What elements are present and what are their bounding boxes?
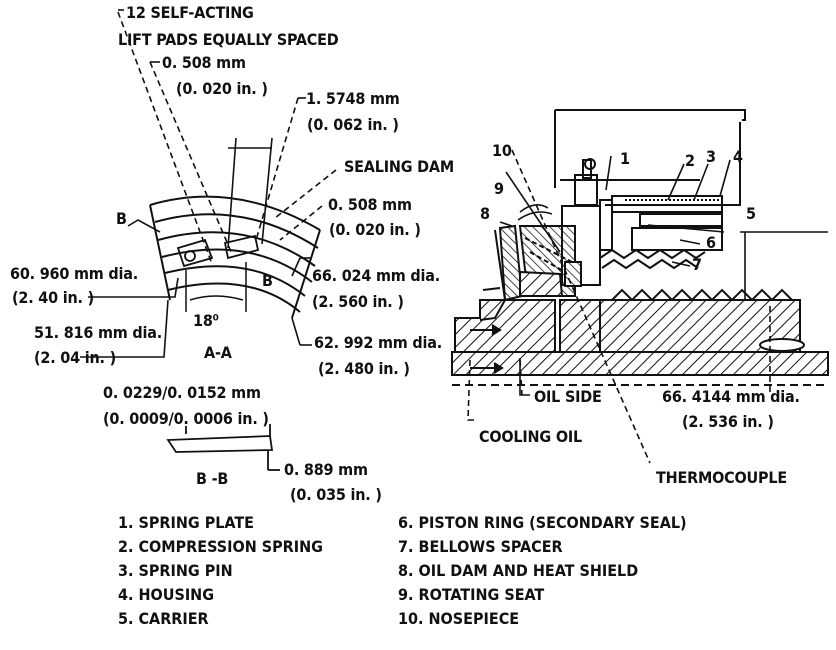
part-number-3: 3: [706, 147, 716, 166]
oil-side-label: OIL SIDE: [534, 387, 602, 406]
angle-label: 18⁰: [193, 311, 219, 330]
part-number-7: 7: [692, 255, 702, 274]
sealing-dam-label: SEALING DAM: [344, 157, 454, 176]
dia-62-mm: 62. 992 mm dia.: [314, 333, 442, 352]
section-b-left: B: [116, 209, 127, 228]
dam-width-in: (0. 062 in. ): [307, 115, 399, 134]
step-in: (0. 0009/0. 0006 in. ): [103, 409, 269, 428]
seal-cross-section: [451, 109, 829, 386]
step-mm: 0. 0229/0. 0152 mm: [103, 383, 261, 402]
face-view-aa: [149, 195, 321, 319]
parts-legend-right: 6. PISTON RING (SECONDARY SEAL) 7. BELLO…: [398, 511, 687, 631]
thermocouple-label: THERMOCOUPLE: [656, 468, 787, 487]
legend-item-compression-spring: 2. COMPRESSION SPRING: [118, 537, 323, 556]
depth-mm: 0. 889 mm: [284, 460, 368, 479]
dia-51-in: (2. 04 in. ): [34, 348, 116, 367]
dia-66-4-mm: 66. 4144 mm dia.: [662, 387, 800, 406]
groove-mm: 0. 508 mm: [328, 195, 412, 214]
part-number-1: 1: [620, 149, 630, 168]
section-bb: [166, 424, 280, 471]
part-number-10: 10: [492, 141, 512, 160]
legend-item-housing: 4. HOUSING: [118, 585, 215, 604]
part-number-4: 4: [733, 147, 743, 166]
legend-item-spring-plate: 1. SPRING PLATE: [118, 513, 254, 532]
groove-in: (0. 020 in. ): [329, 220, 421, 239]
pad-depth-in: (0. 020 in. ): [176, 79, 268, 98]
legend-item-bellows-spacer: 7. BELLOWS SPACER: [398, 537, 563, 556]
legend-item-rotating-seat: 9. ROTATING SEAT: [398, 585, 545, 604]
legend-item-piston-ring: 6. PISTON RING (SECONDARY SEAL): [398, 513, 687, 532]
dia-60-in: (2. 40 in. ): [12, 288, 94, 307]
lift-pads-label-line2: LIFT PADS EQUALLY SPACED: [118, 30, 339, 49]
legend-item-spring-pin: 3. SPRING PIN: [118, 561, 233, 580]
legend-item-nosepiece: 10. NOSEPIECE: [398, 609, 520, 628]
pad-depth-mm: 0. 508 mm: [162, 53, 246, 72]
section-aa-label: A-A: [204, 343, 232, 362]
dia-51-mm: 51. 816 mm dia.: [34, 323, 162, 342]
cooling-oil-label: COOLING OIL: [479, 427, 582, 446]
section-b-right: B: [262, 271, 273, 290]
section-bb-label: B -B: [196, 469, 229, 488]
part-number-9: 9: [494, 179, 504, 198]
dia-66-mm: 66. 024 mm dia.: [312, 266, 440, 285]
lift-pads-label-line1: 12 SELF-ACTING: [126, 3, 254, 22]
dia-66-4-in: (2. 536 in. ): [682, 412, 774, 431]
depth-in: (0. 035 in. ): [290, 485, 382, 504]
part-number-6: 6: [706, 233, 716, 252]
dia-60-mm: 60. 960 mm dia.: [10, 264, 138, 283]
parts-legend-left: 1. SPRING PLATE 2. COMPRESSION SPRING 3.…: [118, 511, 323, 631]
part-number-2: 2: [685, 151, 695, 170]
part-number-8: 8: [480, 204, 490, 223]
dia-62-in: (2. 480 in. ): [318, 359, 410, 378]
dia-66-in: (2. 560 in. ): [312, 292, 404, 311]
legend-item-carrier: 5. CARRIER: [118, 609, 209, 628]
part-number-5: 5: [746, 204, 756, 223]
dam-width-mm: 1. 5748 mm: [306, 89, 400, 108]
legend-item-oil-dam: 8. OIL DAM AND HEAT SHIELD: [398, 561, 639, 580]
